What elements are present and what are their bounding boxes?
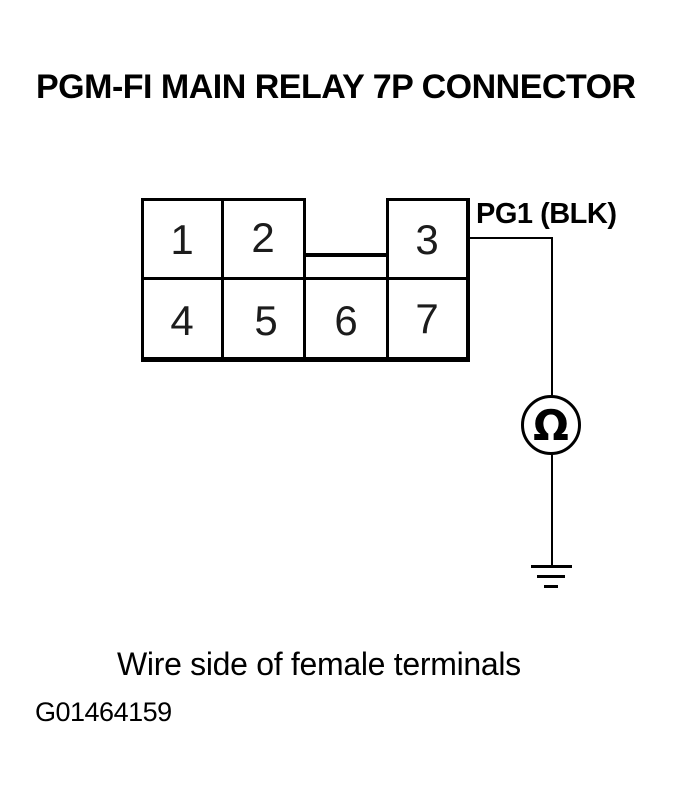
- divider-horizontal: [141, 277, 470, 280]
- ground-bar-2: [537, 575, 565, 578]
- wire-vertical-upper-segment: [551, 239, 553, 396]
- ground-bar-1: [531, 565, 572, 568]
- divider-vertical-2: [303, 198, 306, 362]
- divider-vertical-3: [386, 198, 389, 362]
- terminal-6-label: 6: [334, 297, 358, 344]
- terminal-4-label: 4: [170, 297, 194, 344]
- terminal-5-label: 5: [254, 297, 278, 344]
- terminal-3-label: 3: [415, 216, 439, 263]
- terminal-7-label: 7: [415, 295, 439, 342]
- page-title: PGM-FI MAIN RELAY 7P CONNECTOR: [36, 68, 636, 106]
- wire-horizontal-segment: [466, 237, 553, 239]
- ohmmeter-icon: Ω: [521, 395, 581, 455]
- ohm-symbol: Ω: [533, 401, 569, 450]
- divider-vertical-1: [221, 198, 224, 362]
- figure-id: G01464159: [35, 697, 172, 727]
- terminal-1-label: 1: [170, 216, 194, 263]
- terminal-2-label: 2: [251, 214, 275, 261]
- connector-notch: [306, 193, 386, 257]
- figure-caption: Wire side of female terminals: [117, 646, 521, 682]
- wire-vertical-lower-segment: [551, 454, 553, 566]
- ground-bar-3: [544, 585, 558, 588]
- wire-label-pg1: PG1 (BLK): [476, 198, 617, 230]
